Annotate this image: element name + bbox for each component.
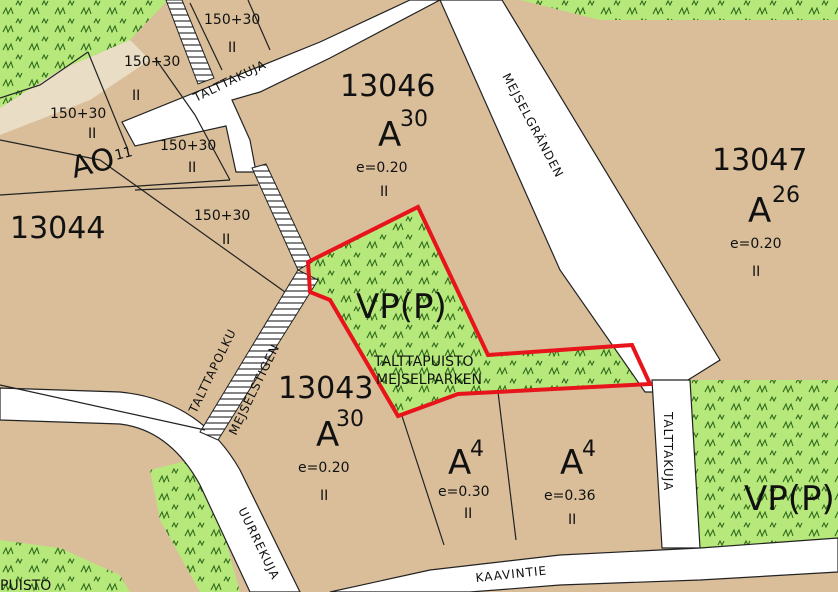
floors-13047: II — [752, 264, 760, 280]
lot-floors: II — [132, 88, 140, 104]
lot-label: 150+30 — [194, 208, 250, 224]
stairs-top — [165, 0, 215, 85]
lot-label: 150+30 — [204, 12, 260, 28]
block-number-13044: 13044 — [10, 211, 105, 246]
highlight-outline — [305, 204, 654, 419]
lot-floors: II — [222, 232, 230, 248]
zone-sup-13047: 26 — [772, 183, 800, 208]
path-talttapolku[interactable] — [199, 269, 319, 441]
park-zone-label: VP(P) — [356, 287, 447, 327]
zone-a4-right: A — [560, 443, 583, 483]
road-uurrekuja[interactable] — [0, 387, 301, 592]
floors-13046: II — [380, 184, 388, 200]
lot-label: 150+30 — [50, 106, 106, 122]
park-name-fi: TALTTAPUISTO — [373, 354, 474, 370]
block-number-13046: 13046 — [340, 69, 435, 104]
lot-label: 150+30 — [124, 54, 180, 70]
zone-13046: A — [378, 115, 401, 155]
zone-sup-a4-right: 4 — [582, 437, 596, 462]
zone-13047: A — [748, 191, 771, 231]
lot-floors: II — [228, 40, 236, 56]
lot-label: 150+30 — [160, 138, 216, 154]
path-strip — [0, 40, 150, 135]
zone-13043: A — [316, 415, 339, 455]
floors-a4-left: II — [464, 506, 472, 522]
efficiency-13046: e=0.20 — [356, 160, 408, 176]
floors-a4-right: II — [568, 512, 576, 528]
block-number-13043: 13043 — [278, 371, 373, 406]
road-label-talttakuja-right: TALTTAKUJA — [661, 411, 675, 491]
road-kaavintie[interactable] — [329, 537, 838, 592]
efficiency-13043: e=0.20 — [298, 460, 350, 476]
zone-sup-13046: 30 — [400, 107, 428, 132]
zone-sup-ao: 11 — [113, 144, 134, 164]
zone-a4-left: A — [448, 443, 471, 483]
floors-13043: II — [320, 488, 328, 504]
efficiency-13047: e=0.20 — [730, 236, 782, 252]
road-talttakuja-top[interactable] — [121, 0, 441, 173]
lot-floors: II — [88, 126, 96, 142]
efficiency-a4-right: e=0.36 — [544, 488, 596, 504]
park-name-sv: MEJSELPARKEN — [376, 372, 482, 388]
park-corner-label: PUISTO — [0, 578, 51, 592]
block-number-13047: 13047 — [712, 143, 807, 178]
zone-sup-13043: 30 — [336, 407, 364, 432]
lot-boundaries — [0, 0, 517, 546]
zone-sup-a4-left: 4 — [470, 437, 484, 462]
efficiency-a4-left: e=0.30 — [438, 484, 490, 500]
park-right-zone: VP(P) — [744, 479, 835, 519]
lot-floors: II — [188, 160, 196, 176]
